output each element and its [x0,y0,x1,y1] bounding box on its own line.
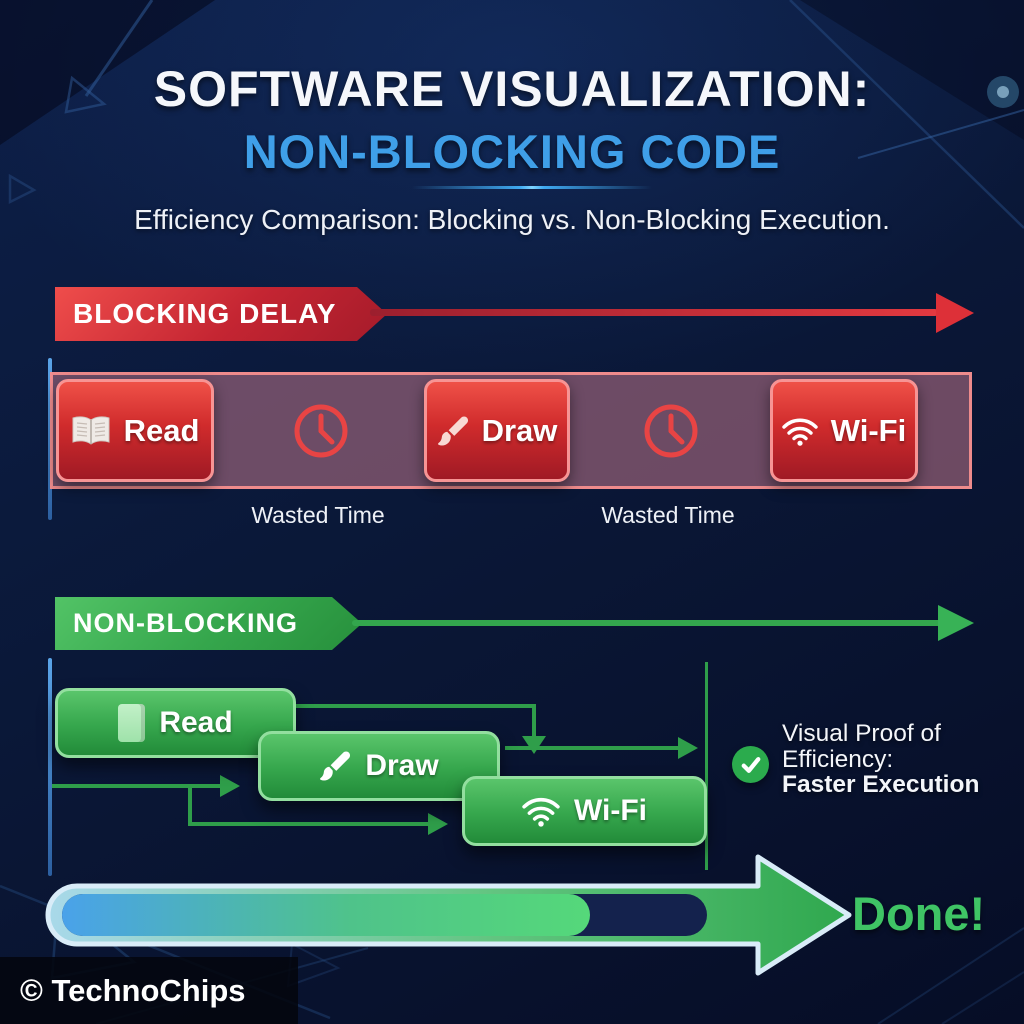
open-book-icon [72,415,110,445]
non-blocking-banner: NON-BLOCKING [55,597,362,650]
blocking-task-wifi-label: Wi-Fi [830,412,907,448]
flow-task-wifi-label: Wi-Fi [573,794,648,827]
non-blocking-end-line [705,662,708,870]
progress-fill [62,894,590,936]
wasted-time-slot-2 [643,375,699,486]
paintbrush-icon [437,415,468,445]
blocking-task-wifi: Wi-Fi [770,379,918,482]
page-title-line2: NON-BLOCKING CODE [243,125,781,178]
non-blocking-arrowhead-icon [938,605,974,641]
flow-task-read: Read [55,688,296,758]
proof-line3: Faster Execution [782,771,980,798]
wasted-time-label-2: Wasted Time [601,502,735,528]
proof-text: Visual Proof of Efficiency: Faster Execu… [782,721,979,798]
progress-track [62,894,707,936]
copyright-text: © TechnoChips [20,972,246,1008]
blocking-delay-banner: BLOCKING DELAY [55,287,387,341]
blocking-delay-banner-label: BLOCKING DELAY [73,298,337,329]
page-title-line1: SOFTWARE VISUALIZATION: [153,61,871,117]
check-icon [732,746,769,783]
proof-line1: Visual Proof of [782,720,941,747]
wasted-time-label-1: Wasted Time [251,502,385,528]
book-icon [118,704,146,742]
clock-icon [294,404,348,457]
done-label: Done! [852,887,986,940]
flow-task-read-label: Read [159,706,233,739]
proof-line2: Efficiency: [782,745,894,773]
wifi-icon [782,418,818,446]
page-subtitle: Efficiency Comparison: Blocking vs. Non-… [134,204,890,235]
title-divider [412,186,652,189]
non-blocking-banner-label: NON-BLOCKING [73,608,298,638]
blocking-task-read: Read [56,379,214,482]
non-blocking-timeline-line [352,620,942,626]
blocking-task-draw-label: Draw [481,412,558,448]
wasted-time-slot-1 [293,375,349,486]
blocking-track: Read Draw [50,372,972,489]
blocking-arrowhead-icon [936,293,974,333]
clock-icon [644,404,698,457]
blocking-task-read-label: Read [123,412,200,448]
paintbrush-icon [320,751,351,781]
progress-arrow-body [45,854,852,976]
wifi-icon [522,797,560,827]
flow-task-draw: Draw [258,731,500,801]
blocking-timeline-line [370,309,938,316]
flow-task-draw-label: Draw [365,749,439,782]
flow-task-wifi: Wi-Fi [462,776,707,846]
blocking-task-draw: Draw [424,379,570,482]
footer-bar: © TechnoChips [0,957,298,1024]
non-blocking-start-line [48,658,52,876]
